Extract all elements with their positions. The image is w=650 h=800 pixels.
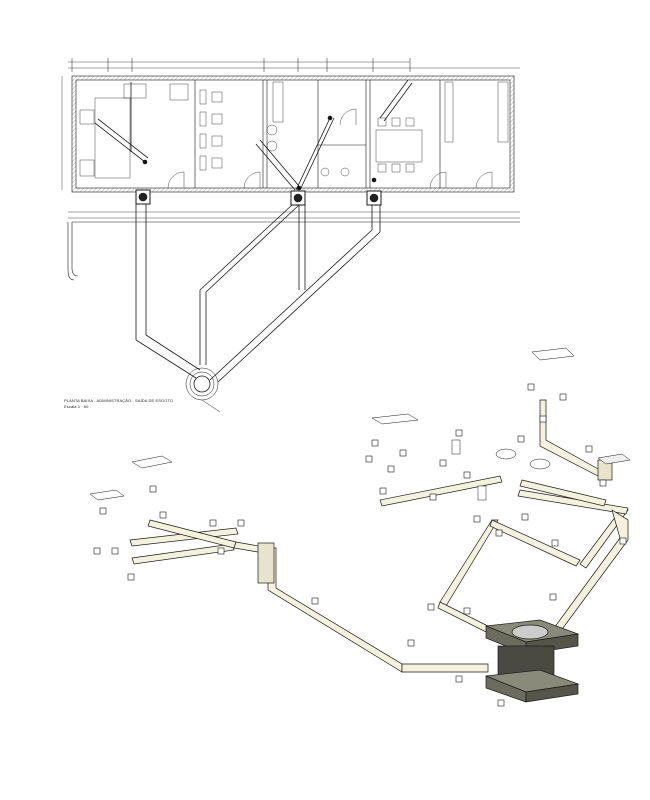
inspection-boxes [135, 115, 382, 401]
pipe-tag [159, 511, 167, 519]
pipe-tag [399, 449, 407, 457]
pipe-tag [99, 507, 107, 515]
pipe-tag [127, 573, 135, 581]
pipe-tag [539, 415, 547, 423]
pipe-tag [549, 593, 557, 601]
pipe-tag [495, 529, 503, 537]
plan-title: PLANTA BAIXA - ADMINISTRAÇÃO - SAÍDA DE … [64, 398, 174, 403]
plan-scale: Escala 1 : 50 [64, 404, 89, 409]
plan-pipes [94, 79, 413, 383]
pipe-tag [473, 515, 481, 523]
pipe-tag [599, 479, 607, 487]
pipe-tag [559, 393, 567, 401]
pipe-tag [407, 639, 415, 647]
pipe-tag [463, 471, 471, 479]
pipe-tag [149, 485, 157, 493]
fixtures [89, 347, 631, 501]
pipe-tag [517, 435, 525, 443]
pipe-tag [619, 537, 627, 545]
pipe-tag [365, 455, 373, 463]
pipe-tag [237, 519, 245, 527]
interior-walls [194, 80, 441, 188]
pipe-tag [455, 675, 463, 683]
dimension-lines [61, 58, 520, 219]
pipe-tag [311, 597, 319, 605]
floor-plan [61, 58, 520, 413]
pipe-tag [521, 513, 529, 521]
pipe-tag [551, 539, 559, 547]
furniture [79, 81, 509, 179]
pipe-tag [439, 459, 447, 467]
pipe-tag [497, 699, 505, 707]
pipe-tag [217, 547, 225, 555]
pipe-tag [111, 547, 119, 555]
pipe-tag [463, 607, 471, 615]
doors [167, 108, 493, 189]
pipe-tag [585, 445, 593, 453]
pipe-tag [455, 429, 463, 437]
pipe-tag [209, 519, 217, 527]
riser-left [257, 542, 275, 584]
isometric-view [89, 347, 631, 703]
pipe-tag [527, 383, 535, 391]
iso-inspection-box [485, 619, 580, 703]
pipe-tag [427, 603, 435, 611]
pipe-tag [429, 493, 437, 501]
pipe-tag [93, 547, 101, 555]
pipe-tag [371, 439, 379, 447]
iso-pipes [129, 399, 629, 673]
pipe-tag [387, 465, 395, 473]
pipe-tag [379, 487, 387, 495]
pipe-tag-labels [93, 383, 627, 707]
